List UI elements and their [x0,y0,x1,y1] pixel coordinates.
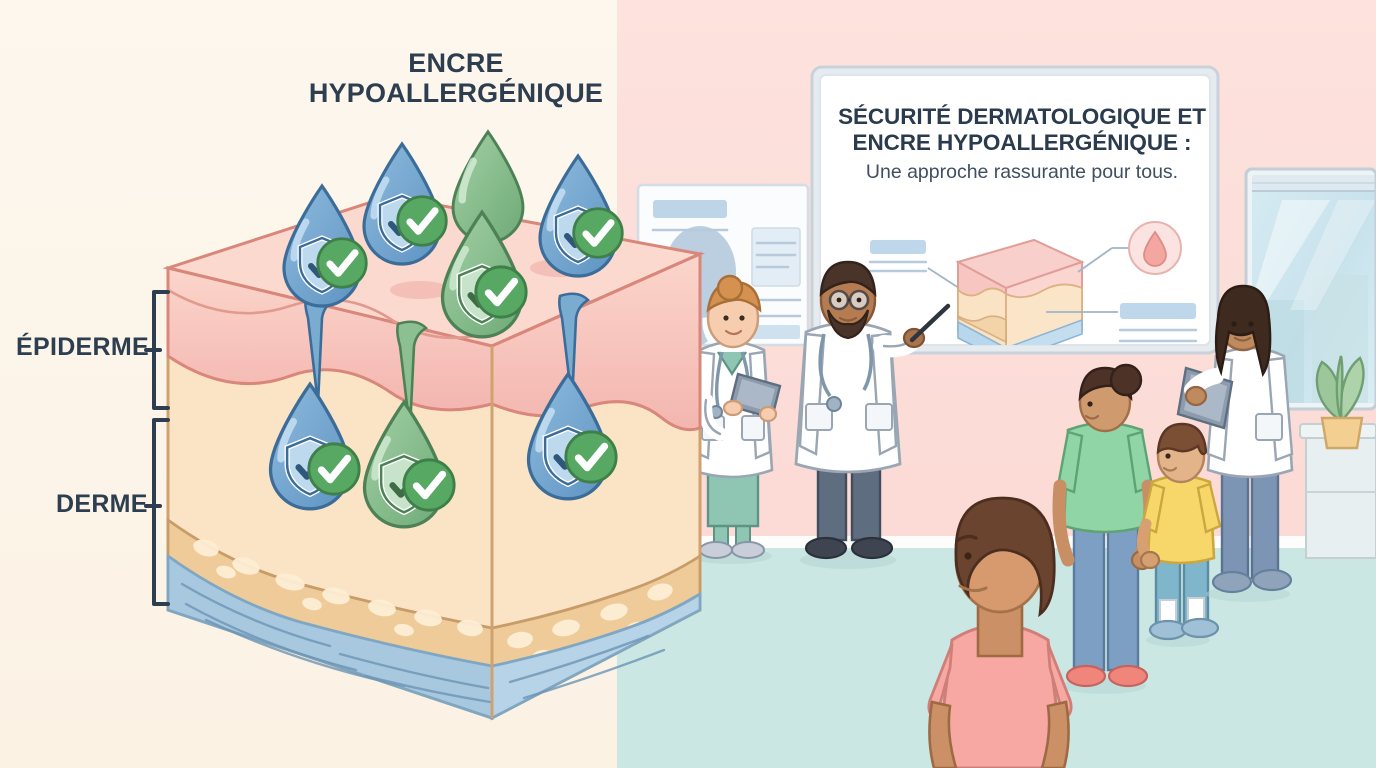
hand [722,399,744,417]
person-child [1137,422,1222,647]
pointer-stick [909,303,951,343]
pore-mark [390,281,450,299]
hair-bun [1109,363,1143,397]
shoe-left [1148,619,1188,641]
person-nurse-female [688,274,782,564]
hair-bun [716,274,744,302]
shoe-left [1211,570,1253,594]
whiteboard-title-line-1: SÉCURITÉ DERMATOLOGIQUE ET [838,104,1206,129]
fat-cells [193,539,483,637]
hair [1156,422,1208,456]
shoe-right [1180,617,1220,639]
bracket-derme [152,418,170,606]
shoe-left [1065,664,1107,688]
hand [1139,550,1161,570]
arm-right [1040,700,1070,768]
shoe-right [1251,568,1293,592]
muscle-fibers [180,582,492,704]
page-title: ENCRE HYPOALLERGÉNIQUE [246,48,666,108]
hair [819,260,877,298]
jeans-left [1072,516,1106,672]
person-foreground [927,496,1073,768]
shoe-right [1107,664,1149,688]
jeans-right [1106,516,1140,672]
headline-line-1: ENCRE [408,48,504,78]
label-epiderme: ÉPIDERME [16,333,149,361]
skin-block [144,132,706,721]
arm-left [928,700,958,768]
hair [1214,284,1272,378]
callout-box-left [870,240,926,254]
shoe-left [804,536,848,560]
hand [1184,385,1208,407]
callout-box-right [1120,303,1196,319]
whiteboard-text: SÉCURITÉ DERMATOLOGIQUE ET ENCRE HYPOALL… [822,104,1222,185]
person-doctor-female [1176,284,1294,602]
potted-plant [1315,355,1365,450]
shoe-right [850,536,894,560]
penetrating-droplet-3 [529,292,617,499]
hair [954,496,1056,618]
whiteboard-subtitle: Une approche rassurante pour tous. [865,160,1179,183]
whiteboard-diagram [868,221,1198,345]
headline-line-2: HYPOALLERGÉNIQUE [308,78,604,109]
beard [826,309,870,340]
whiteboard [810,65,1220,355]
person-doctor-male [794,260,951,569]
label-derme: DERME [56,490,148,518]
muscle-left [166,553,494,720]
eyebrow [956,534,978,542]
mouth [958,584,988,593]
mini-skin-block [955,238,1085,345]
cabinet [1299,423,1376,559]
whiteboard-title-line-2: ENCRE HYPOALLERGÉNIQUE : [852,130,1192,156]
penetrating-droplet-2 [365,320,455,527]
droplet-badge [1128,221,1182,275]
